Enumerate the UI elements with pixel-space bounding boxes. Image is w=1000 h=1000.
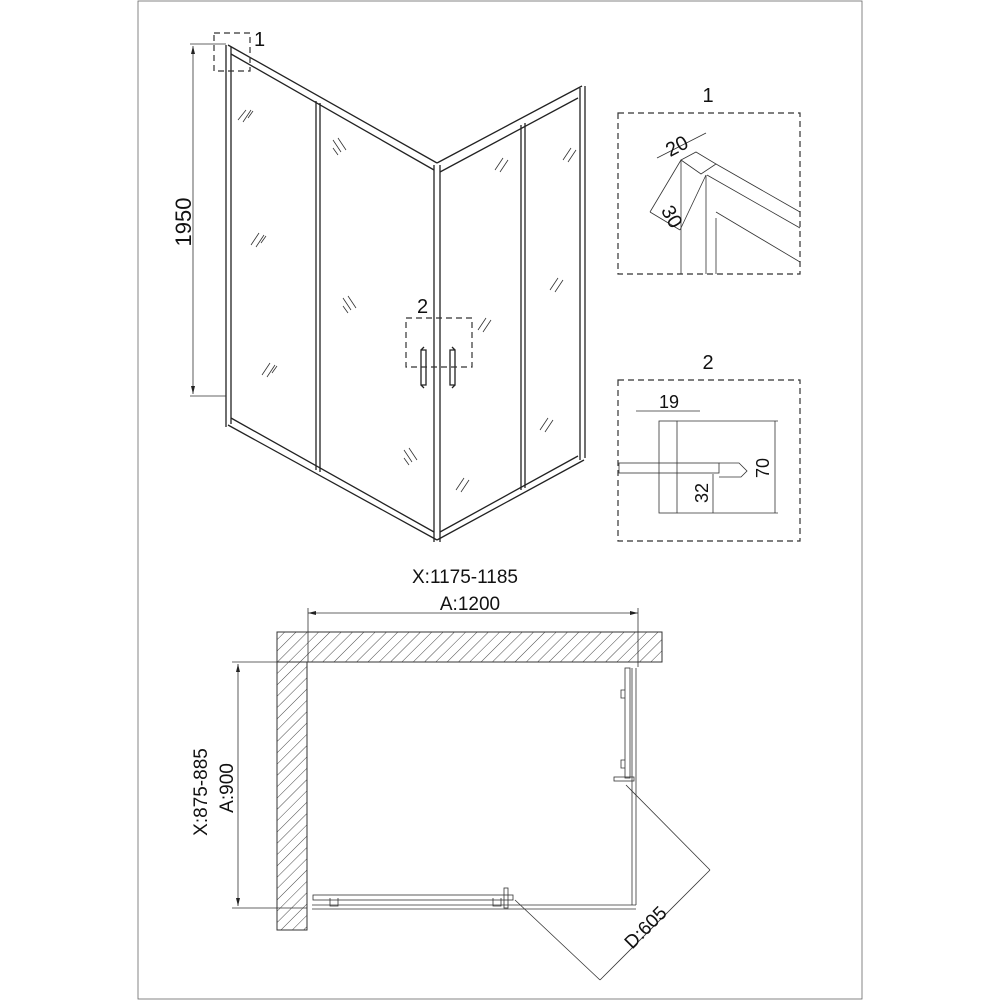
door-opening-label: D:605 [621, 903, 672, 954]
height-label: 1950 [171, 198, 196, 247]
callout-label-2: 2 [417, 296, 428, 318]
door-handles [420, 346, 456, 389]
detail-1-depth-label: 30 [656, 202, 686, 232]
detail-2-offset-label: 32 [692, 483, 712, 503]
height-dimension: 1950 [171, 43, 226, 397]
callout-box-1 [213, 32, 251, 72]
enclosure-plan [312, 667, 711, 981]
detail-1-frame [617, 112, 801, 275]
detail-2-height-label: 70 [753, 458, 773, 478]
callout-label-1: 1 [254, 29, 265, 51]
left-panel [225, 44, 438, 541]
glass-reflections [237, 109, 577, 493]
detail-2-frame [617, 379, 801, 542]
depth-range-label: X:875-885 [191, 748, 212, 836]
page-frame [137, 0, 863, 1000]
detail-1-width-label: 20 [662, 132, 692, 162]
corner-post [433, 165, 441, 542]
width-range-label: X:1175-1185 [412, 567, 518, 588]
depth-nominal-label: A:900 [217, 763, 238, 813]
side-wall [276, 661, 308, 931]
detail-2-title: 2 [702, 352, 713, 374]
callout-box-2 [405, 317, 473, 368]
width-nominal-label: A:1200 [440, 594, 500, 615]
iso-view: 1950 1 2 [171, 29, 586, 542]
right-panel [436, 85, 586, 541]
back-wall [276, 631, 663, 663]
detail-2: 2 19 70 32 [617, 352, 801, 542]
plan-view: X:1175-1185 A:1200 X:875-885 A:900 [191, 567, 711, 981]
detail-1: 1 20 30 [617, 85, 801, 275]
detail-2-width-label: 19 [659, 392, 679, 412]
detail-1-title: 1 [702, 85, 713, 107]
